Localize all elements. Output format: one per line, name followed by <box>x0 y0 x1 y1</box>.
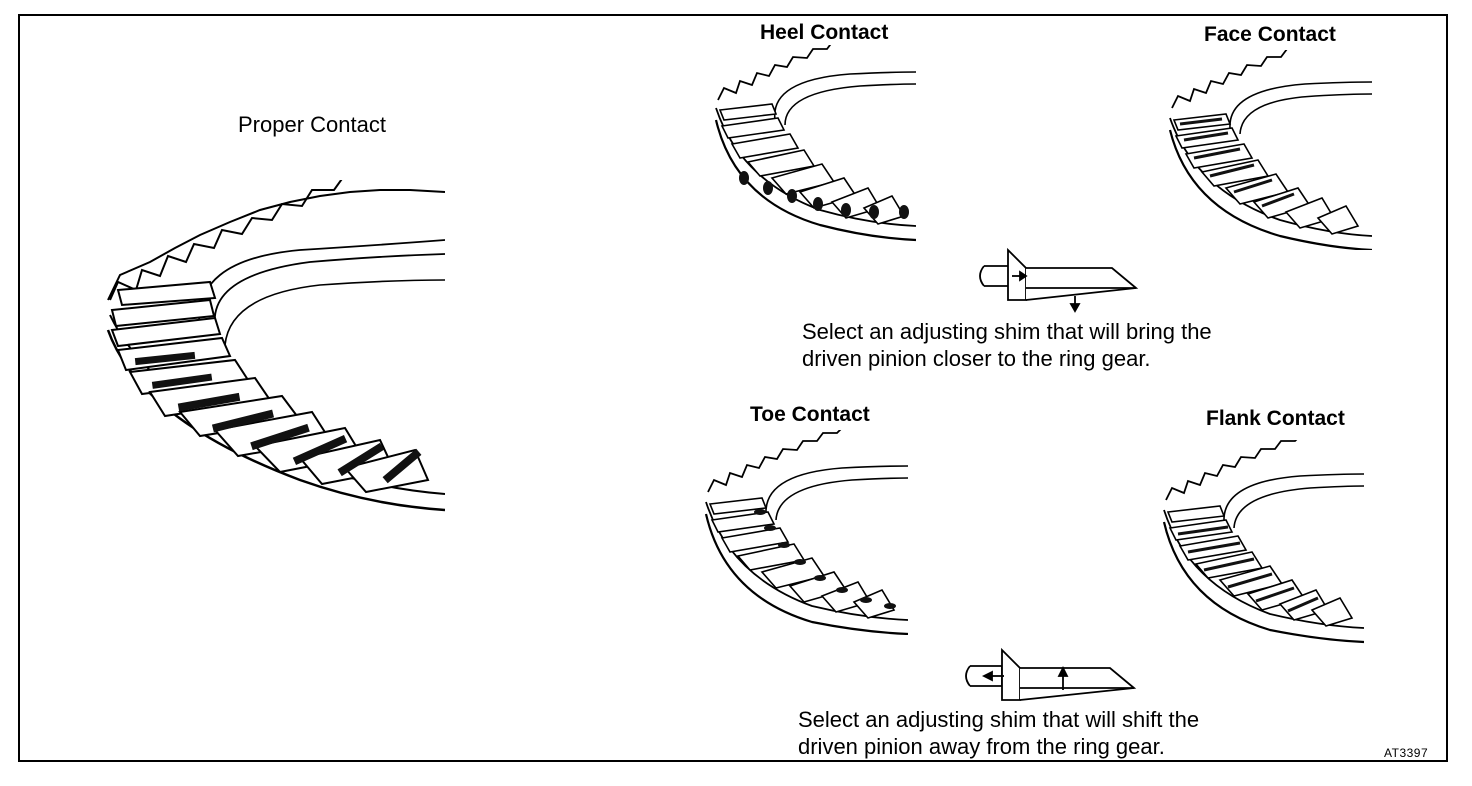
label-toe-contact: Toe Contact <box>750 403 870 426</box>
figure-code: AT3397 <box>1384 746 1429 760</box>
instruction-away: Select an adjusting shim that will shift… <box>798 706 1199 760</box>
proper-contact-gear <box>106 180 445 512</box>
instruction-away-line-1: Select an adjusting shim that will shift… <box>798 707 1200 732</box>
toe-contact-gear <box>704 430 908 635</box>
heel-contact-gear <box>714 45 916 242</box>
shim-diagram-away <box>965 647 1137 701</box>
figure-frame <box>18 14 1448 762</box>
instruction-away-line-2: driven pinion away from the ring gear. <box>798 734 1165 759</box>
shim-diagram-closer <box>979 247 1139 313</box>
label-flank-contact: Flank Contact <box>1206 407 1345 430</box>
flank-contact-gear <box>1162 440 1364 644</box>
instruction-closer-line-2: driven pinion closer to the ring gear. <box>802 346 1151 371</box>
instruction-closer-line-1: Select an adjusting shim that will bring… <box>802 319 1212 344</box>
label-heel-contact: Heel Contact <box>760 21 889 44</box>
instruction-closer: Select an adjusting shim that will bring… <box>802 318 1212 372</box>
label-face-contact: Face Contact <box>1204 23 1336 46</box>
label-proper-contact: Proper Contact <box>238 112 386 137</box>
face-contact-gear <box>1168 50 1372 250</box>
